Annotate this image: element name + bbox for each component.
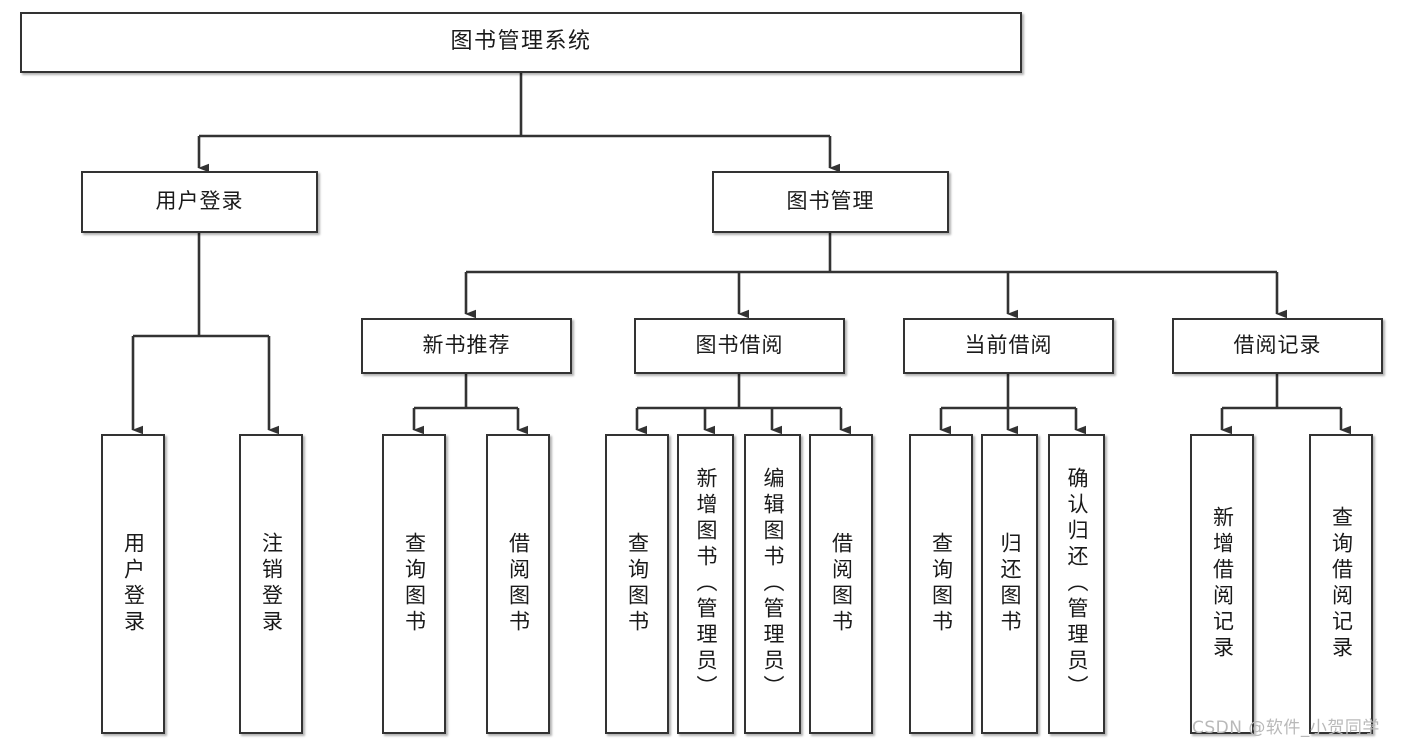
node-book-borrow[interactable]: 图书借阅	[634, 318, 845, 374]
node-label: 借阅图书	[506, 532, 531, 636]
node-borrow-record[interactable]: 借阅记录	[1172, 318, 1383, 374]
node-new-book-recommend[interactable]: 新书推荐	[361, 318, 572, 374]
node-label: 查询图书	[929, 532, 954, 636]
node-leaf-edit-book-admin[interactable]: 编辑图书（管理员）	[744, 434, 801, 734]
node-leaf-add-book-admin[interactable]: 新增图书（管理员）	[677, 434, 734, 734]
node-label: 新增图书（管理员）	[694, 467, 718, 701]
node-leaf-user-login[interactable]: 用户登录	[101, 434, 165, 734]
node-label: 确认归还（管理员）	[1065, 467, 1089, 701]
node-label: 图书借阅	[695, 333, 784, 358]
node-leaf-logout[interactable]: 注销登录	[239, 434, 303, 734]
node-leaf-borrow-book-1[interactable]: 借阅图书	[486, 434, 550, 734]
node-current-borrow[interactable]: 当前借阅	[903, 318, 1114, 374]
node-leaf-query-book-3[interactable]: 查询图书	[909, 434, 973, 734]
node-book-management[interactable]: 图书管理	[712, 171, 949, 233]
node-label: 编辑图书（管理员）	[761, 467, 785, 701]
node-leaf-borrow-book-2[interactable]: 借阅图书	[809, 434, 873, 734]
node-label: 注销登录	[259, 532, 284, 636]
node-label: 查询图书	[402, 532, 427, 636]
node-leaf-confirm-return-admin[interactable]: 确认归还（管理员）	[1048, 434, 1105, 734]
node-label: 图书管理	[786, 189, 875, 214]
node-label: 用户登录	[121, 532, 146, 636]
node-label: 用户登录	[155, 189, 244, 214]
node-leaf-query-book-1[interactable]: 查询图书	[382, 434, 446, 734]
node-leaf-add-borrow-record[interactable]: 新增借阅记录	[1190, 434, 1254, 734]
node-leaf-query-book-2[interactable]: 查询图书	[605, 434, 669, 734]
node-label: 借阅记录	[1233, 333, 1322, 358]
node-leaf-query-borrow-record[interactable]: 查询借阅记录	[1309, 434, 1373, 734]
node-label: 借阅图书	[829, 532, 854, 636]
node-label: 查询图书	[625, 532, 650, 636]
node-label: 查询借阅记录	[1329, 506, 1354, 662]
node-label: 新书推荐	[422, 333, 511, 358]
node-leaf-return-book[interactable]: 归还图书	[981, 434, 1038, 734]
node-label: 图书管理系统	[450, 29, 592, 55]
node-label: 归还图书	[998, 532, 1022, 636]
node-user-login[interactable]: 用户登录	[81, 171, 318, 233]
node-label: 当前借阅	[964, 333, 1053, 358]
node-label: 新增借阅记录	[1210, 506, 1235, 662]
node-root-book-management-system[interactable]: 图书管理系统	[20, 12, 1022, 73]
